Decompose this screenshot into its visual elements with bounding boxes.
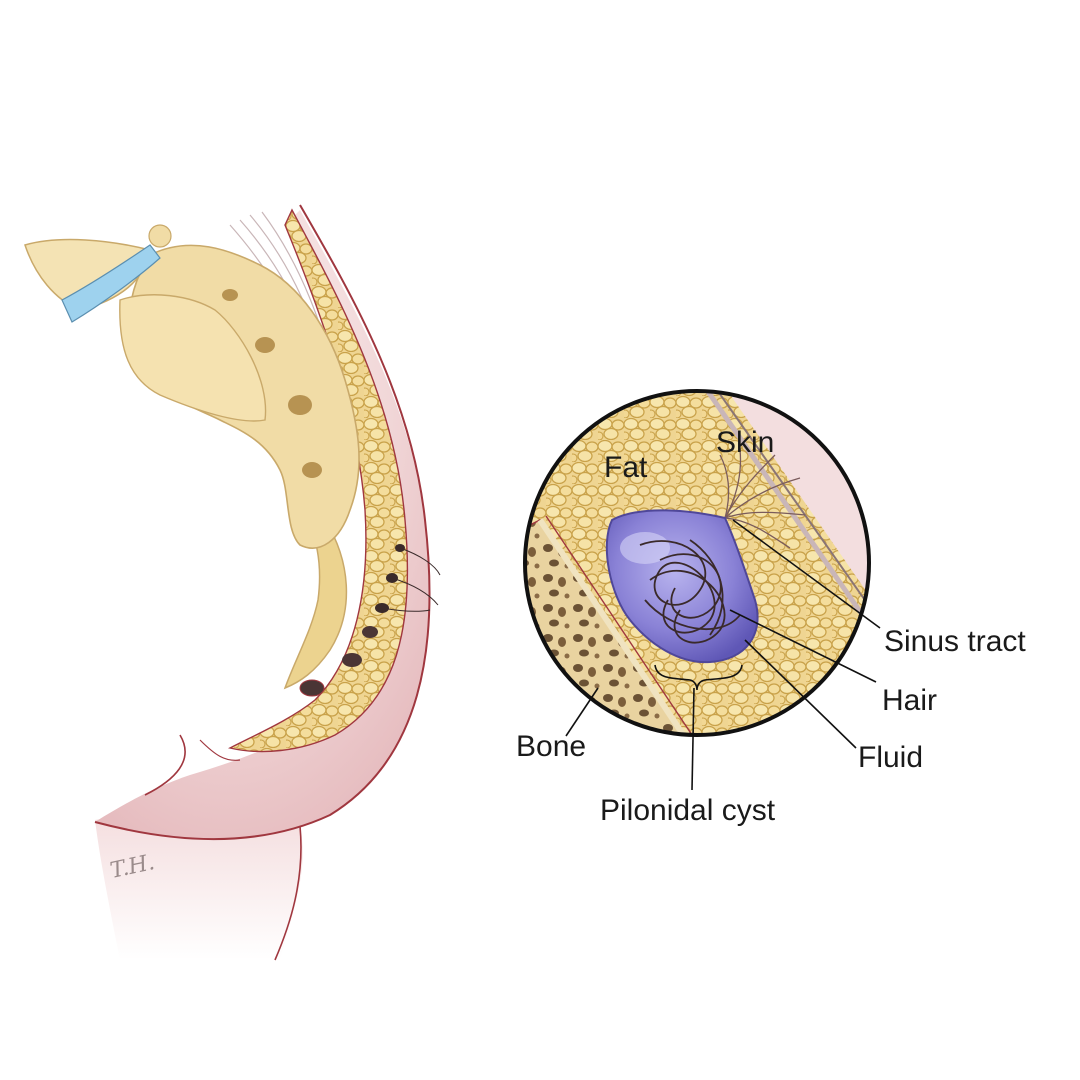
label-hair: Hair [882, 684, 937, 717]
sacral-foramen [222, 289, 238, 301]
thigh-tissue [95, 814, 303, 960]
cyst-highlight [620, 532, 670, 564]
label-skin: Skin [716, 426, 774, 459]
leader-hair [729, 609, 877, 683]
leader-cyst [691, 687, 695, 791]
gluteal-fold-detail [199, 739, 241, 761]
sacral-foramen [302, 462, 322, 478]
label-fat: Fat [604, 451, 648, 484]
skin-outline [94, 204, 431, 841]
lumbar-vertebra [24, 238, 151, 311]
label-bone: Bone [516, 730, 586, 763]
intervertebral-disc [61, 244, 161, 323]
sacrum-cross-section: T.H. [24, 204, 441, 961]
magnified-view [523, 389, 871, 737]
gluteal-fold [144, 734, 186, 796]
leg-outline [274, 825, 302, 961]
label-fluid: Fluid [858, 741, 923, 774]
sinus-hair-tuft [719, 449, 806, 549]
cyst-brace [654, 664, 743, 691]
label-sinus-tract: Sinus tract [884, 625, 1026, 658]
facet-joint [148, 224, 172, 248]
cyst-hair [639, 539, 741, 644]
hair-strands [381, 547, 441, 612]
leader-fluid [744, 639, 857, 749]
sacral-foramen [255, 337, 275, 353]
sacral-promontory [119, 294, 267, 422]
small-sinus-cysts [299, 544, 405, 697]
sacral-foramen [288, 395, 312, 415]
leader-sinus-tract [732, 519, 881, 629]
label-pilonidal-cyst: Pilonidal cyst [600, 794, 776, 827]
magnifier-ring [523, 389, 871, 737]
periosteum-edge [545, 515, 707, 735]
coccyx [283, 519, 348, 690]
dermis-line-2 [697, 391, 869, 657]
periosteum-line [537, 518, 703, 735]
leader-lines [565, 519, 881, 791]
leader-bone [565, 687, 599, 737]
bone-region [525, 519, 702, 735]
